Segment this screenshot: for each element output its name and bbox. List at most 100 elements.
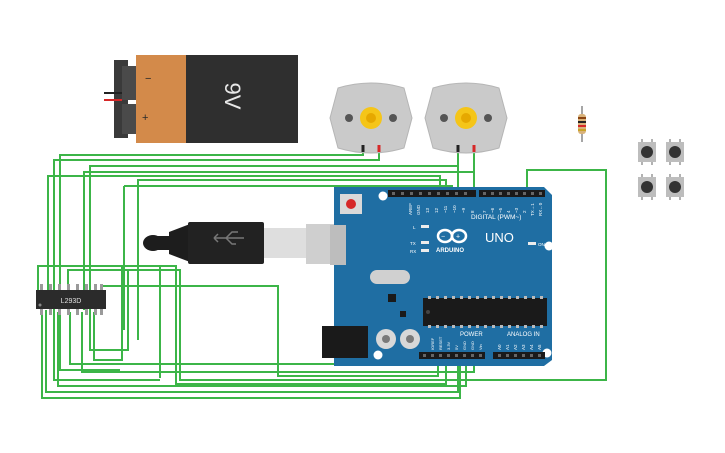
chip-label: L293D [61,298,82,305]
push-button-1[interactable] [638,139,656,165]
pin-label: A5 [537,344,542,350]
battery-minus-label: − [145,73,151,85]
led-on [528,242,536,245]
battery-voltage-label: 9V [220,83,245,110]
wire [45,310,459,393]
crystal [370,270,410,284]
pin-label: 13 [425,207,430,213]
wire [83,150,475,310]
pin-label: ~6 [490,207,495,213]
pin-label: GND [470,341,475,350]
pin-label: ~5 [498,207,503,213]
svg-text:+: + [456,234,460,241]
mount-hole [378,191,388,201]
arduino-uno[interactable]: AREF GND 13 12 ~11 ~10 ~9 8 7 ~6 ~5 4 ~3… [322,187,554,366]
power-header[interactable] [419,352,485,359]
wire [53,150,380,381]
l293d-chip[interactable]: L293D [36,284,106,315]
digital-header-label: DIGITAL (PWM~) [471,214,521,221]
analog-pin-labels: A0 A1 A2 A3 A4 A5 [497,344,542,350]
pin-label: A1 [505,344,510,350]
mount-hole [373,350,383,360]
pin-label: RESET [438,336,443,350]
pin-label: 2 [522,210,527,213]
push-buttons[interactable] [638,139,684,200]
wires [37,150,607,399]
wire [89,150,459,351]
usb-plug-body [188,222,264,264]
wire [67,169,607,381]
arduino-brand-label: ARDUINO [436,248,464,254]
power-pin-labels: IOREF RESET 3.3V 5V GND GND Vin [430,336,483,350]
pin-label: A2 [513,344,518,350]
dc-motor-2[interactable] [424,82,508,154]
pin-label: RX←0 [538,202,543,216]
usb-cable[interactable] [143,222,336,264]
pin-label: ~3 [514,207,519,213]
dc-motor-1[interactable] [329,82,413,154]
pin-label: 8 [470,210,475,213]
pin-label: ~10 [452,205,457,213]
battery-snap [122,66,138,100]
microcontroller [423,298,547,326]
motor-screw [345,114,353,122]
top-pin-labels: AREF GND 13 12 ~11 ~10 ~9 8 7 ~6 ~5 4 ~3… [408,202,543,216]
analog-header-label: ANALOG IN [507,332,540,338]
led-on-label: ON [538,242,545,247]
pin-label: ~11 [443,205,448,213]
usb-plug-metal [264,228,306,258]
pin-label: GND [462,341,467,350]
motor-screw [389,114,397,122]
wire [59,150,364,371]
pin-label: AREF [408,203,413,215]
battery-body [186,55,298,143]
led-rx [421,249,429,252]
battery[interactable]: − + 9V [104,55,298,143]
battery-cap [136,55,186,143]
chip-pins-top [40,284,103,290]
chip-pins-bottom [40,309,103,315]
mount-hole [544,241,554,251]
motor-screw [440,114,448,122]
resistor[interactable] [578,106,586,142]
pin-label: ~9 [461,207,466,213]
digital-header-1[interactable] [388,190,476,197]
analog-header[interactable] [493,352,545,359]
push-button-3[interactable] [638,174,656,200]
push-button-2[interactable] [666,139,684,165]
pin-label: 12 [434,207,439,213]
chip-notch [38,303,42,307]
uno-label: UNO [485,230,514,245]
board-usb-jack [330,225,346,265]
battery-plus-label: + [142,112,148,124]
pin-label: Vin [478,344,483,350]
led-l [421,225,429,228]
wire [37,265,161,378]
motor-screw [484,114,492,122]
wire [57,312,467,387]
pin-label: 4 [506,210,511,213]
pin-label: A0 [497,344,502,350]
pin-label: A3 [521,344,526,350]
reset-button-cap [346,199,356,209]
power-jack [322,326,368,358]
pin-label: 5V [454,345,459,350]
push-button-4[interactable] [666,174,684,200]
regulator [388,294,396,302]
arduino-logo-icon [436,228,468,244]
pin-label: TX→1 [530,203,535,216]
power-header-label: POWER [460,332,483,338]
pin-label: GND [416,204,421,215]
pin-label: 3.3V [446,341,451,350]
chip-body [36,290,106,309]
digital-header-2[interactable] [479,190,545,197]
pin-label: 7 [482,210,487,213]
led-rx-label: RX [410,249,416,254]
led-l-label: L [413,225,416,230]
battery-snap [122,104,138,134]
pin-label: A4 [529,344,534,350]
led-tx-label: TX [410,241,416,246]
usb-symbol-icon [213,231,244,245]
pin-label: IOREF [430,337,435,350]
